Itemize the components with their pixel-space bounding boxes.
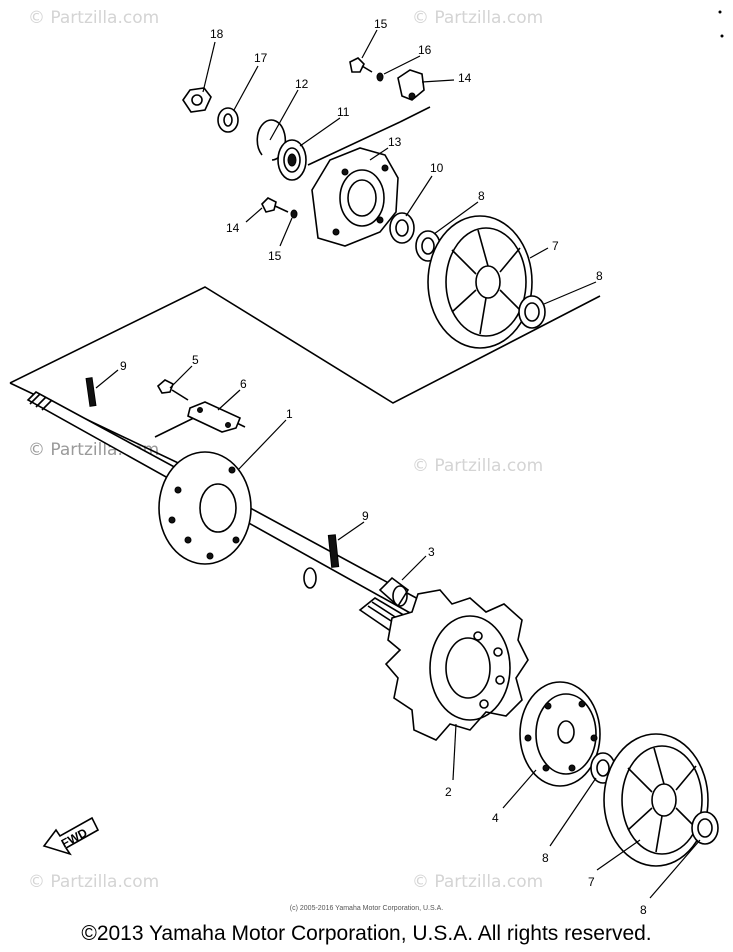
part-6-plate <box>187 401 242 433</box>
callout-5: 5 <box>192 353 199 367</box>
part-15-washer-left <box>290 209 298 219</box>
main-copyright: ©2013 Yamaha Motor Corporation, U.S.A. A… <box>81 922 652 945</box>
part-17-washer <box>217 107 239 133</box>
watermark-top-left: © Partzilla.com <box>28 8 160 28</box>
watermark-bottom-right: © Partzilla.com <box>412 872 544 892</box>
part-9-pin-upper <box>85 377 97 407</box>
callout-4: 4 <box>492 811 499 825</box>
group-outline-top <box>9 286 601 404</box>
callout-14-left: 14 <box>226 221 240 235</box>
watermark-mid-right: © Partzilla.com <box>412 456 544 476</box>
part-2-sprocket <box>384 589 529 741</box>
part-8-washer-upper-b <box>518 295 546 329</box>
callout-10: 10 <box>430 161 444 175</box>
callout-1: 1 <box>286 407 293 421</box>
part-4-hub-plate <box>519 681 601 787</box>
part-7-idler-wheel-lower <box>603 733 709 867</box>
callout-18: 18 <box>210 27 224 41</box>
callout-8-upper-a: 8 <box>478 189 485 203</box>
callout-6: 6 <box>240 377 247 391</box>
part-18-nut <box>182 87 212 113</box>
part-8-washer-lower-b <box>691 811 719 845</box>
part-1-flange <box>158 451 252 565</box>
leader-lines <box>95 29 701 899</box>
callout-13: 13 <box>388 135 402 149</box>
fwd-arrow: FWD <box>42 816 100 856</box>
part-14-bolt-left <box>261 197 289 213</box>
callout-14: 14 <box>458 71 472 85</box>
part-13-bearing-housing <box>311 147 399 247</box>
part-15-bolt-top <box>349 57 373 73</box>
part-9-pin-lower <box>327 534 340 568</box>
part-7-idler-wheel-upper <box>427 215 533 349</box>
guide-line-a <box>307 121 401 166</box>
callout-9-lower: 9 <box>362 509 369 523</box>
callout-16: 16 <box>418 43 432 57</box>
small-copyright: (c) 2005-2016 Yamaha Motor Corporation, … <box>289 905 444 912</box>
part-3-collar <box>378 576 410 608</box>
callout-11: 11 <box>337 105 350 119</box>
callout-2: 2 <box>445 785 452 799</box>
callout-7-lower: 7 <box>588 875 595 889</box>
callout-7-upper: 7 <box>552 239 559 253</box>
callout-17: 17 <box>254 51 268 65</box>
callout-8-lower-a: 8 <box>542 851 549 865</box>
watermark-bottom-left: © Partzilla.com <box>28 872 160 892</box>
watermark-top-right: © Partzilla.com <box>412 8 544 28</box>
guide-line-b <box>399 106 431 123</box>
callout-9-upper: 9 <box>120 359 127 373</box>
callout-8-upper-b: 8 <box>596 269 603 283</box>
part-14-bracket-top <box>397 69 425 101</box>
part-10-bearing <box>389 212 415 244</box>
part-11-bearing <box>277 139 307 181</box>
part-5-bolt <box>156 379 189 401</box>
callout-15: 15 <box>374 17 388 31</box>
callout-15-left: 15 <box>268 249 282 263</box>
callout-12: 12 <box>295 77 309 91</box>
callout-8-lower-b: 8 <box>640 903 647 917</box>
callout-3: 3 <box>428 545 435 559</box>
part-16-washer <box>376 72 384 82</box>
